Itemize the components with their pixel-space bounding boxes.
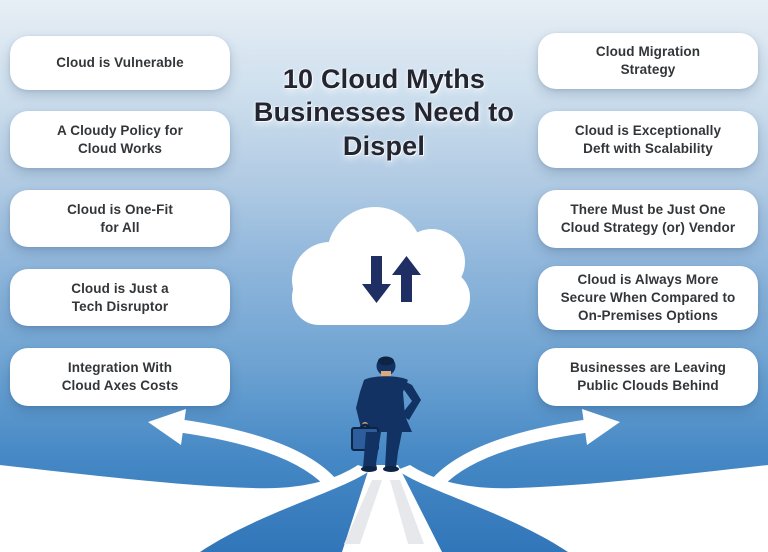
businessman-figure: [351, 356, 421, 472]
businessman-arm: [401, 381, 421, 420]
myth-label: There Must be Just One Cloud Strategy (o…: [560, 202, 736, 235]
myth-card-left-5: Integration With Cloud Axes Costs: [10, 348, 230, 406]
left-direction-arrow-icon: [148, 409, 335, 487]
cloud-data-transfer-icon: [292, 207, 470, 325]
myth-card-right-5: Businesses are Leaving Public Clouds Beh…: [538, 348, 758, 406]
businessman-body: [356, 376, 412, 432]
businessman-neck: [381, 371, 391, 377]
myth-card-left-2: A Cloudy Policy for Cloud Works: [10, 111, 230, 168]
myth-label: A Cloudy Policy for Cloud Works: [57, 122, 183, 156]
cloud-shape: [292, 207, 470, 325]
myth-label: Businesses are Leaving Public Clouds Beh…: [569, 360, 727, 393]
crossroads-scene: [0, 356, 768, 552]
right-road: [397, 465, 768, 552]
myth-card-right-4: Cloud is Always More Secure When Compare…: [538, 266, 758, 330]
left-road: [0, 465, 371, 552]
businessman-legs: [361, 432, 402, 472]
myth-label: Cloud is Exceptionally Deft with Scalabi…: [574, 122, 722, 156]
myth-label: Integration With Cloud Axes Costs: [61, 360, 179, 393]
myth-label: Cloud is Vulnerable: [56, 55, 184, 71]
myth-card-right-3: There Must be Just One Cloud Strategy (o…: [538, 190, 758, 248]
myth-label: Cloud is One-Fit for All: [67, 201, 173, 235]
myth-label: Cloud is Always More Secure When Compare…: [560, 272, 736, 323]
download-arrow-icon: [362, 256, 391, 303]
myth-card-right-2: Cloud is Exceptionally Deft with Scalabi…: [538, 111, 758, 168]
upload-arrow-icon: [392, 256, 421, 302]
myth-card-left-1: Cloud is Vulnerable: [10, 36, 230, 90]
myth-label: Cloud Migration Strategy: [595, 44, 701, 77]
myth-card-right-1: Cloud Migration Strategy: [538, 33, 758, 89]
right-direction-arrow-icon: [433, 409, 620, 487]
road-lane-stripes: [344, 480, 424, 544]
myth-card-left-4: Cloud is Just a Tech Disruptor: [10, 269, 230, 326]
myth-card-left-3: Cloud is One-Fit for All: [10, 190, 230, 247]
myth-label: Cloud is Just a Tech Disruptor: [71, 280, 169, 314]
page-title: 10 Cloud Myths Businesses Need to Dispel: [253, 64, 515, 161]
